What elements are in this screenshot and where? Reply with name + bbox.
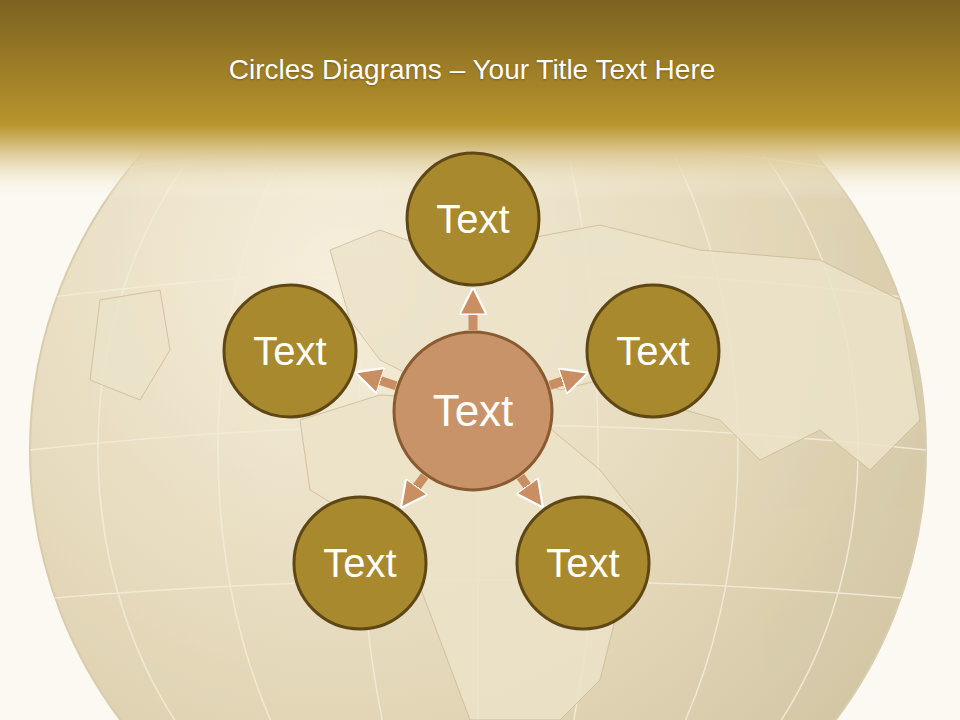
slide-title: Circles Diagrams – Your Title Text Here	[0, 54, 944, 86]
circle-outline	[587, 285, 719, 417]
circle-label: Text	[546, 541, 619, 586]
circle-label: Text	[616, 329, 689, 374]
outer-circle: Text	[515, 495, 651, 631]
circle-outline	[517, 497, 649, 629]
arrow-connector	[469, 301, 478, 330]
arrow-connector	[520, 477, 534, 497]
continents	[90, 225, 920, 720]
outer-circle: Text	[222, 283, 358, 419]
circle-outline	[407, 153, 539, 285]
circle-outline	[394, 332, 552, 490]
outer-circle: Text	[585, 283, 721, 419]
circle-label: Text	[323, 541, 396, 586]
circle-label: Text	[433, 386, 514, 436]
circle-label: Text	[436, 197, 509, 242]
circle-outline	[294, 497, 426, 629]
circle-label: Text	[253, 329, 326, 374]
arrow-connector	[409, 476, 425, 497]
outer-circle: Text	[405, 151, 541, 287]
circle-outline	[224, 285, 356, 417]
center-circle: Text	[392, 330, 554, 492]
arrow-connector	[550, 377, 575, 385]
outer-circle: Text	[292, 495, 428, 631]
arrow-connector	[368, 377, 396, 386]
